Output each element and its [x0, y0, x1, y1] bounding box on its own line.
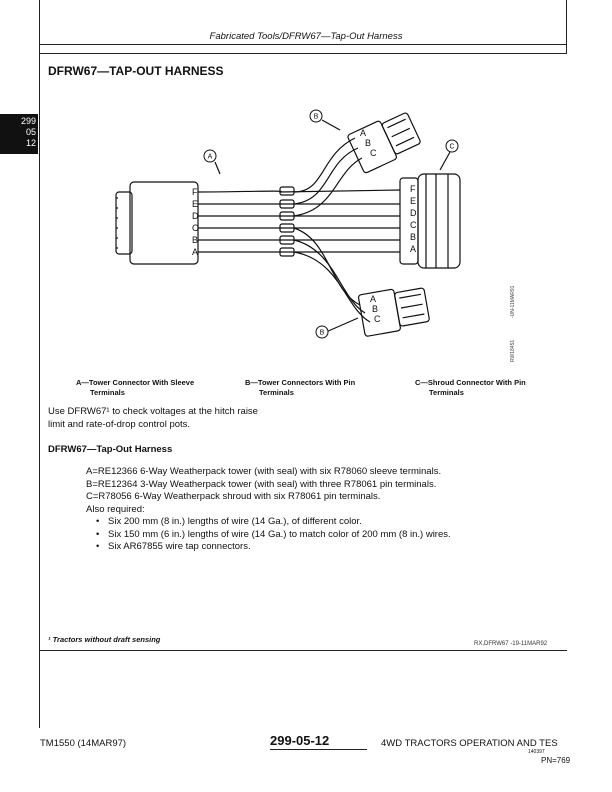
connector-a-seal — [115, 191, 133, 255]
page-number-rule — [270, 749, 367, 750]
pin-label-bl-b: B — [372, 304, 378, 314]
pin-label-c-c: C — [410, 220, 417, 230]
pin-label-bu-a: A — [360, 128, 366, 138]
pin-label-c-b: B — [410, 232, 416, 242]
callout-a: A — [208, 154, 213, 161]
header-rule — [39, 44, 567, 45]
pin-label-bu-c: C — [370, 148, 377, 158]
pin-label-a-b: B — [192, 235, 198, 245]
callout-b-upper: B — [314, 114, 319, 121]
footer-small-code: 140397 — [528, 749, 545, 755]
pin-label-a-d: D — [192, 211, 199, 221]
page-number: 299-05-12 — [270, 733, 330, 748]
manual-title: 4WD TRACTORS OPERATION AND TES — [381, 738, 558, 749]
list-item: Six AR67855 wire tap connectors. — [108, 541, 451, 554]
connector-a-body — [129, 181, 199, 265]
pn-number: PN=769 — [541, 756, 571, 765]
callout-b-lower: B — [320, 330, 325, 337]
section-title: DFRW67—TAP-OUT HARNESS — [48, 64, 224, 78]
header-rule-2 — [39, 53, 567, 54]
intro-line1: Use DFRW67¹ to check voltages at the hit… — [48, 406, 258, 417]
connector-b-upper — [347, 120, 398, 174]
footnote: ¹ Tractors without draft sensing — [48, 635, 161, 644]
section-tab-line3: 12 — [25, 138, 36, 148]
pin-label-a-f: F — [192, 187, 198, 197]
caption-a-line2: Terminals — [90, 388, 125, 397]
list-item: Six 150 mm (6 in.) lengths of wire (14 G… — [108, 529, 451, 542]
footnote-rule — [40, 650, 567, 651]
pin-label-bl-c: C — [374, 314, 381, 324]
section-tab-line1: 299 — [20, 116, 36, 126]
callout-c: C — [449, 144, 454, 151]
left-border — [39, 0, 40, 728]
harness-diagram: A B C B F E D C B A F E D C B A A B C A … — [115, 109, 461, 339]
also-required-label: Also required: — [86, 503, 145, 515]
caption-b-line1: B—Tower Connectors With Pin — [245, 378, 356, 387]
pin-label-bl-a: A — [370, 294, 376, 304]
pin-label-a-e: E — [192, 199, 198, 209]
intro-line2: limit and rate-of-drop control pots. — [48, 419, 191, 430]
caption-a-line1: A—Tower Connector With Sleeve — [76, 378, 195, 387]
running-header: Fabricated Tools/DFRW67—Tap-Out Harness — [209, 31, 403, 42]
pin-label-c-d: D — [410, 208, 417, 218]
part-b-line: B=RE12364 3-Way Weatherpack tower (with … — [86, 478, 437, 490]
figure-id-1: -UN-11MAR91 — [510, 285, 516, 318]
caption-b-line2: Terminals — [259, 388, 294, 397]
caption-c-line1: C—Shroud Connector With Pin — [415, 378, 526, 387]
section-tab-line2: 05 — [25, 127, 36, 137]
parts-list: A=RE12366 6-Way Weatherpack tower (with … — [86, 466, 451, 554]
part-a-line: A=RE12366 6-Way Weatherpack tower (with … — [86, 466, 442, 477]
caption-c-line2: Terminals — [429, 388, 464, 397]
pin-label-c-e: E — [410, 196, 416, 206]
pin-label-a-c: C — [192, 223, 199, 233]
caption-a: A—Tower Connector With Sleeve Terminals — [76, 378, 194, 398]
pin-label-c-a: A — [410, 244, 416, 254]
pin-label-a-a: A — [192, 247, 198, 257]
reference-code: RX,DFRW67 -19-11MAR92 — [474, 641, 548, 647]
section-tab: 299 05 12 — [0, 114, 38, 154]
intro-paragraph: Use DFRW67¹ to check voltages at the hit… — [48, 405, 308, 431]
manual-id: TM1550 (14MAR97) — [40, 738, 127, 749]
caption-c: C—Shroud Connector With Pin Terminals — [415, 378, 526, 398]
right-border — [566, 0, 567, 53]
pin-label-c-f: F — [410, 184, 416, 194]
caption-b: B—Tower Connectors With Pin Terminals — [245, 378, 355, 398]
figure-id-2: RW18451 — [510, 339, 516, 362]
list-item: Six 200 mm (8 in.) lengths of wire (14 G… — [108, 516, 451, 529]
subheading: DFRW67—Tap-Out Harness — [48, 444, 173, 455]
part-c-line: C=R78056 6-Way Weatherpack shroud with s… — [86, 491, 381, 502]
pin-label-bu-b: B — [365, 138, 371, 148]
